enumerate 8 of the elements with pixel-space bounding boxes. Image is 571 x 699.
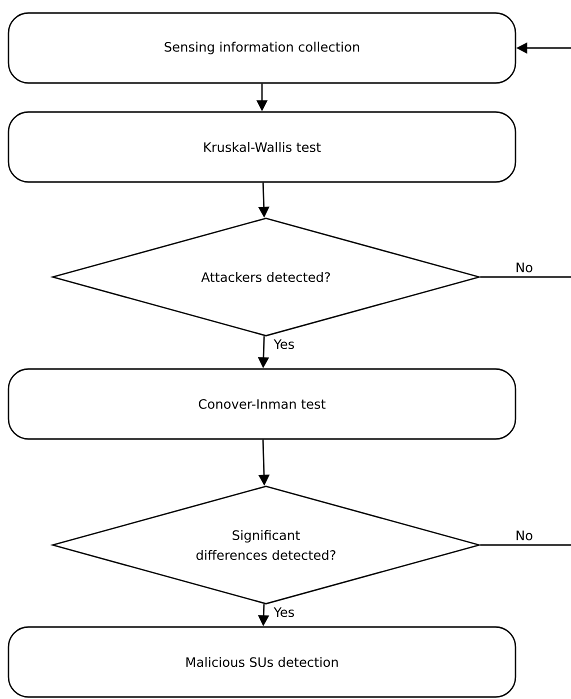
- process-box: Malicious SUs detection: [8, 626, 516, 698]
- edge-label: Yes: [274, 607, 294, 618]
- edge-label: No: [516, 262, 532, 272]
- process-box: Sensing information collection: [8, 12, 516, 84]
- edge-label: No: [516, 530, 532, 540]
- process-box: Kruskal-Wallis test: [8, 111, 516, 183]
- process-box: Conover-Inman test: [8, 368, 516, 440]
- edge-label: Yes: [274, 339, 294, 350]
